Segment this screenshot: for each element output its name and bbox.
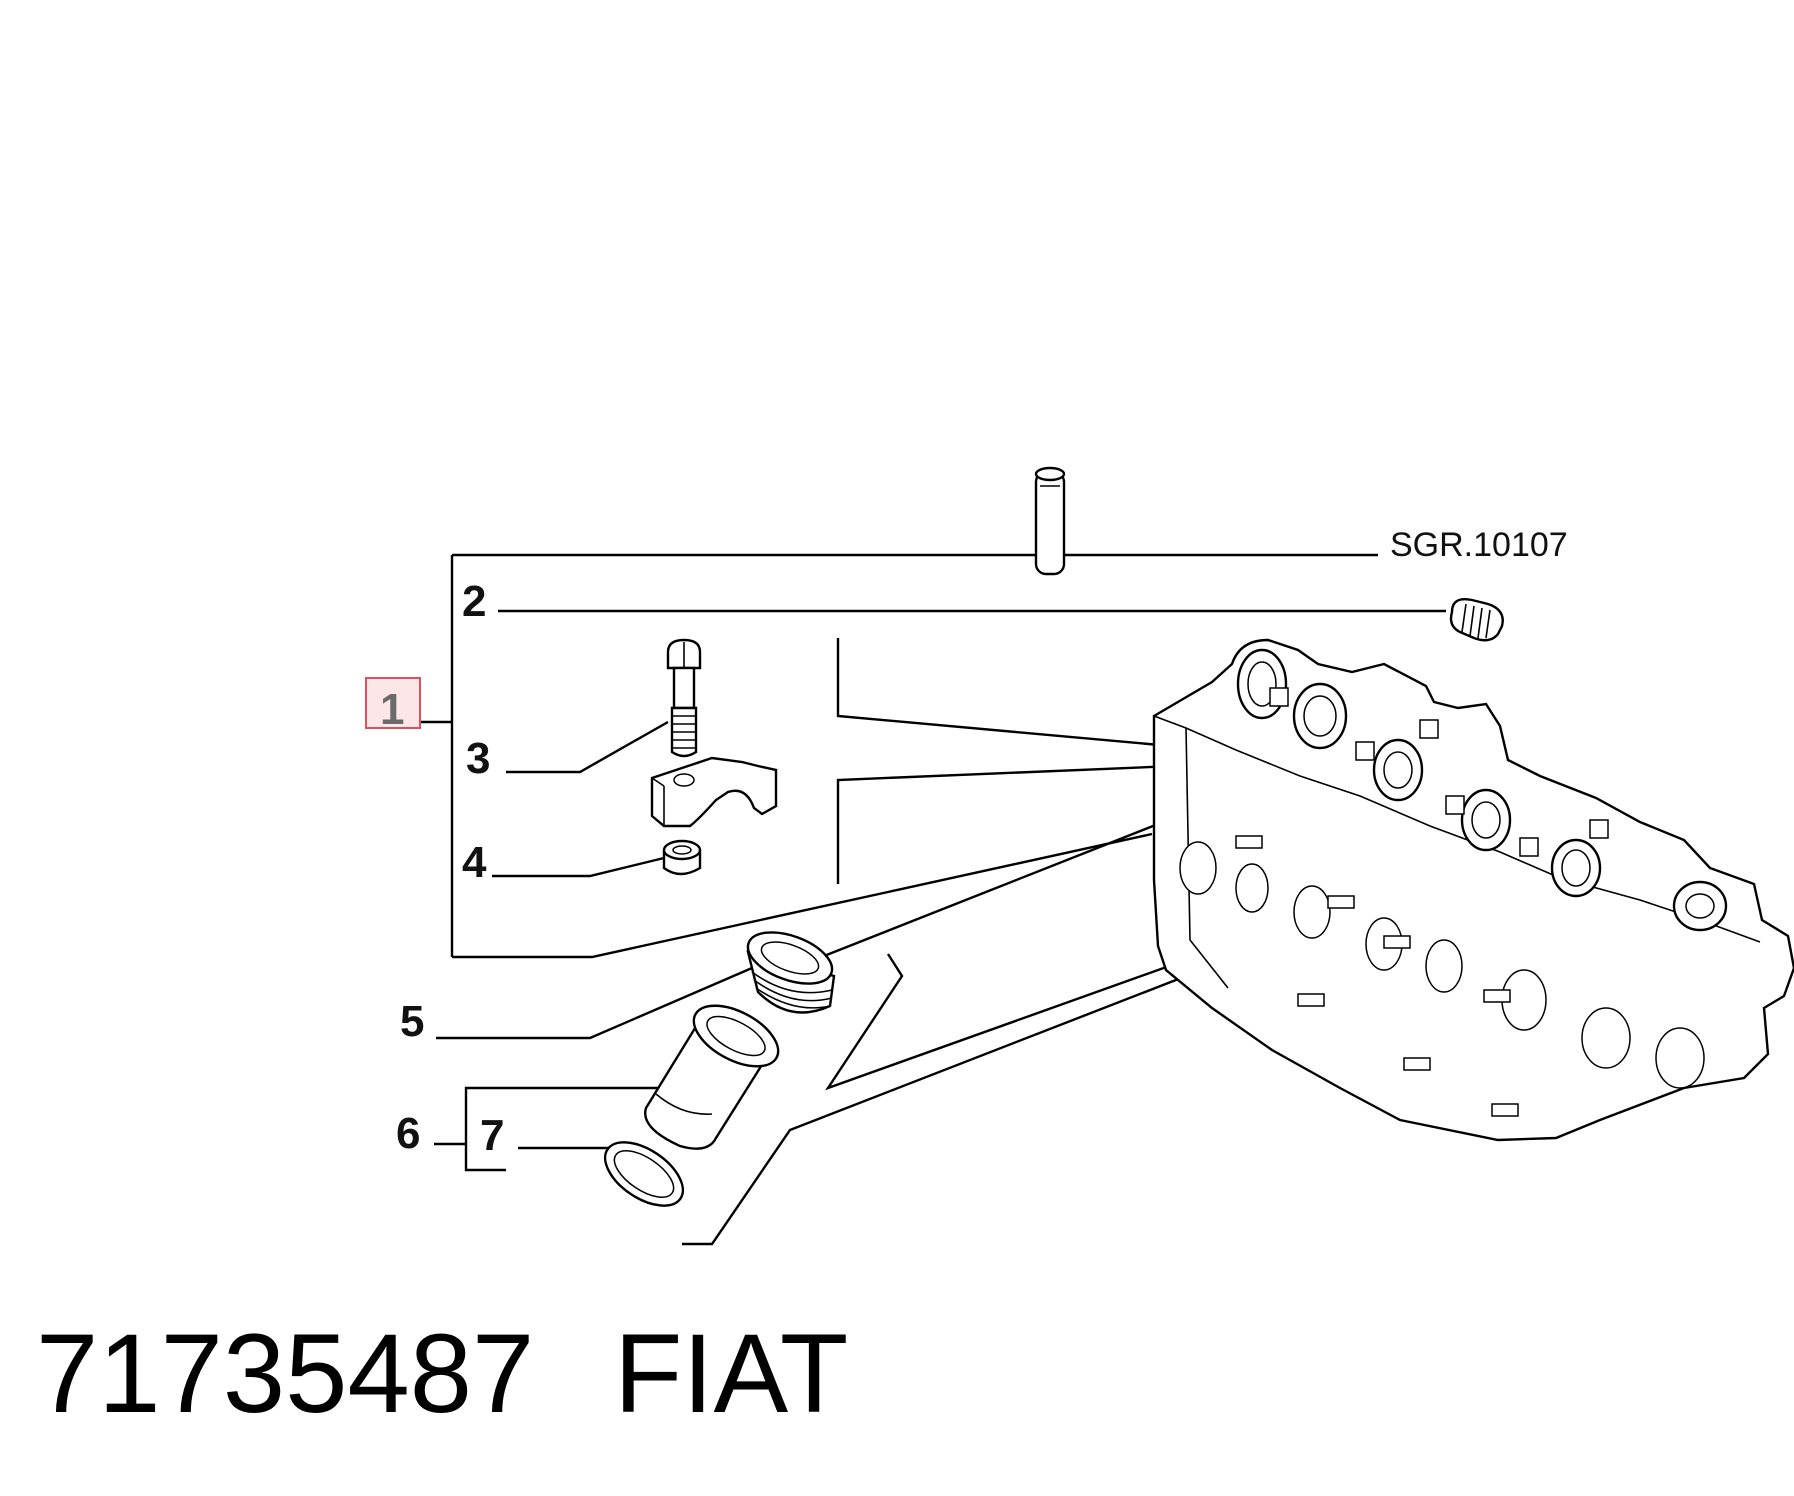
callout-6: 6 (396, 1109, 420, 1158)
seal-ring-part-7 (603, 1141, 685, 1207)
callout-5: 5 (400, 997, 424, 1046)
valve-guide-pin (1034, 466, 1066, 576)
callout-1: 1 (380, 685, 404, 734)
leader-3 (506, 720, 669, 774)
callout-7: 7 (480, 1111, 504, 1160)
leader-4 (492, 856, 665, 878)
part-number: 71735487 (36, 1311, 534, 1436)
plug-part-2 (1449, 598, 1504, 642)
callout-4: 4 (462, 838, 487, 887)
bolt-part-3 (666, 638, 702, 758)
leader-zigzag (825, 850, 1489, 1091)
leader-5 (436, 966, 753, 1040)
injector-sleeve-part-6 (644, 1004, 780, 1150)
head-studs (1235, 835, 1519, 1117)
bushing-part-4 (662, 839, 702, 876)
threaded-cap-part-5 (746, 931, 836, 1014)
leader-bottom (682, 852, 1501, 1246)
callout-2: 2 (462, 577, 486, 626)
cylinder-head (1152, 638, 1794, 1142)
callout-1-highlight[interactable] (365, 677, 421, 729)
reference-code: SGR.10107 (1390, 526, 1568, 564)
clamp-bracket (650, 756, 778, 828)
callout-3: 3 (466, 734, 490, 783)
brand-name: FIAT (614, 1311, 848, 1436)
group-1-bracket (420, 553, 1378, 959)
